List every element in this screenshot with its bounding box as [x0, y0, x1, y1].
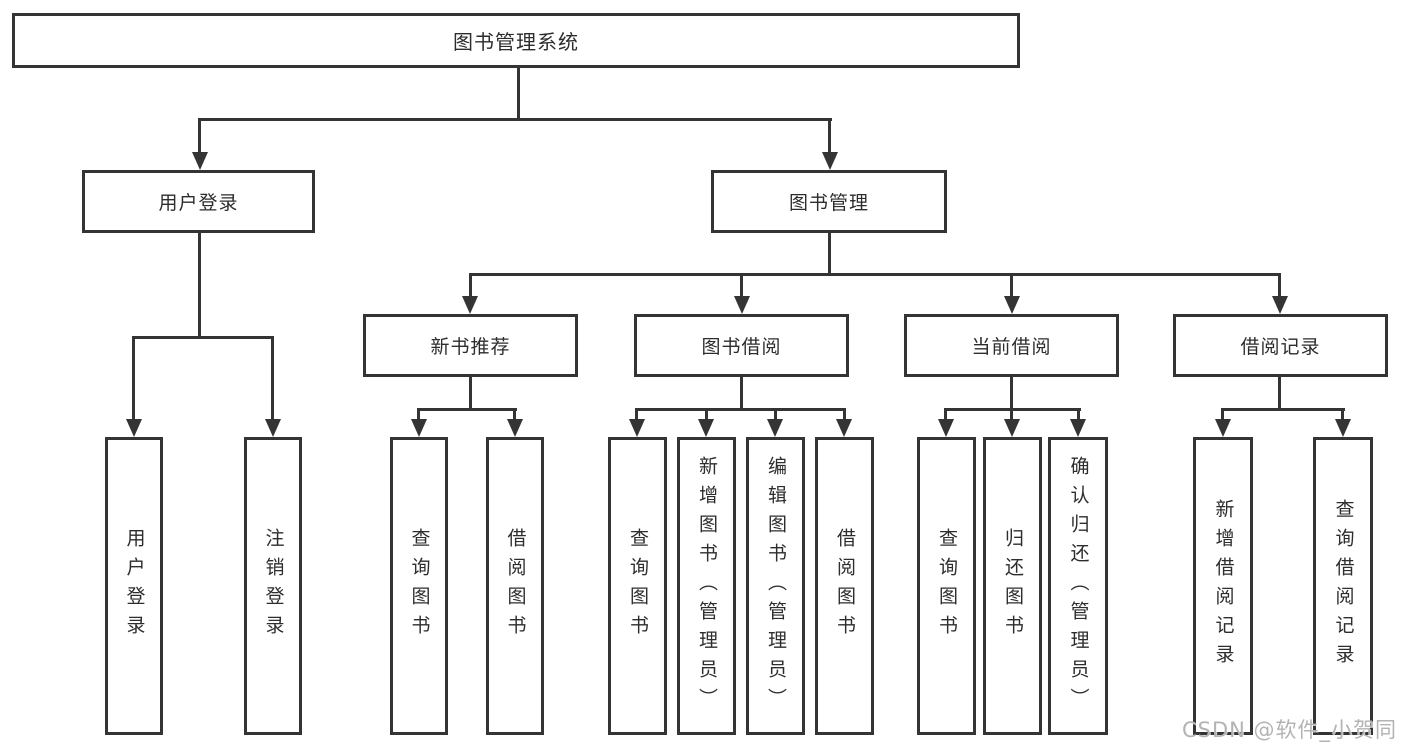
connector-drop-book-mgmt: [828, 118, 831, 154]
node-current-borrow: 当前借阅: [904, 314, 1119, 377]
leaf-label: 确认归还（管理员）: [1067, 455, 1090, 717]
connector-drop: [1077, 408, 1080, 421]
node-root-system: 图书管理系统: [12, 13, 1020, 68]
node-root-label: 图书管理系统: [453, 30, 579, 54]
connector-drop: [1278, 273, 1281, 298]
connector-drop: [774, 408, 777, 421]
connector-bookmgmt-stem: [828, 233, 831, 273]
arrow-down-icon: [938, 419, 954, 437]
leaf-label: 用户登录: [123, 528, 146, 644]
node-book-borrow: 图书借阅: [634, 314, 849, 377]
arrow-down-icon: [1335, 419, 1351, 437]
arrow-down-icon: [629, 419, 645, 437]
leaf-user-login: 用户登录: [105, 437, 163, 735]
watermark: CSDN @软件_小贺同学: [1182, 718, 1398, 742]
leaf-label: 借阅图书: [834, 528, 856, 644]
connector-drop: [1221, 408, 1224, 421]
leaf-label: 查询图书: [936, 528, 958, 644]
leaf-confirm-return-admin: 确认归还（管理员）: [1048, 437, 1108, 735]
connector-stem: [1278, 377, 1281, 408]
leaf-query-books: 查询图书: [608, 437, 667, 735]
node-new-book-recommend: 新书推荐: [363, 314, 578, 377]
connector-stem: [1010, 377, 1013, 408]
arrow-down-icon: [1215, 419, 1231, 437]
arrow-down-icon: [1272, 296, 1288, 314]
leaf-label: 编辑图书（管理员）: [765, 455, 787, 717]
connector-drop: [843, 408, 846, 421]
connector-drop: [705, 408, 708, 421]
node-user-login-label: 用户登录: [158, 192, 239, 214]
connector-hline: [1221, 408, 1345, 411]
leaf-label: 查询借阅记录: [1332, 499, 1355, 673]
arrow-down-icon: [411, 419, 427, 437]
connector-hline: [417, 408, 517, 411]
connector-drop: [469, 273, 472, 298]
connector-drop: [740, 273, 743, 298]
arrow-down-icon: [1004, 296, 1020, 314]
arrow-down-icon: [126, 419, 142, 437]
arrow-down-icon: [822, 152, 838, 170]
leaf-logout: 注销登录: [244, 437, 302, 735]
leaf-query-books: 查询图书: [390, 437, 448, 735]
arrow-down-icon: [265, 419, 281, 437]
node-current-borrow-label: 当前借阅: [971, 336, 1052, 358]
leaf-query-books: 查询图书: [917, 437, 976, 735]
node-new-book-recommend-label: 新书推荐: [430, 336, 511, 358]
leaf-label: 新增图书（管理员）: [696, 455, 718, 717]
node-user-login: 用户登录: [82, 170, 315, 233]
connector-stem: [740, 377, 743, 408]
arrow-down-icon: [507, 419, 523, 437]
arrow-down-icon: [698, 419, 714, 437]
connector-userlogin-hline: [132, 336, 274, 339]
leaf-edit-books-admin: 编辑图书（管理员）: [746, 437, 805, 735]
arrow-down-icon: [767, 419, 783, 437]
leaf-label: 新增借阅记录: [1212, 499, 1235, 673]
connector-drop: [132, 336, 135, 421]
leaf-label: 注销登录: [262, 528, 285, 644]
arrow-down-icon: [1070, 419, 1086, 437]
connector-drop: [417, 408, 420, 421]
connector-bookmgmt-hline: [469, 273, 1281, 276]
leaf-add-borrow-record: 新增借阅记录: [1193, 437, 1253, 735]
connector-drop-user-login: [198, 118, 201, 154]
leaf-query-borrow-record: 查询借阅记录: [1313, 437, 1373, 735]
connector-root-stem: [517, 68, 520, 118]
connector-userlogin-stem: [198, 233, 201, 336]
connector-drop: [944, 408, 947, 421]
connector-drop: [1010, 408, 1013, 421]
connector-drop: [513, 408, 516, 421]
leaf-borrow-books: 借阅图书: [486, 437, 544, 735]
arrow-down-icon: [192, 152, 208, 170]
node-book-management-label: 图书管理: [788, 192, 869, 214]
leaf-label: 借阅图书: [504, 528, 527, 644]
node-book-management: 图书管理: [711, 170, 947, 233]
arrow-down-icon: [462, 296, 478, 314]
arrow-down-icon: [1004, 419, 1020, 437]
connector-drop: [271, 336, 274, 421]
arrow-down-icon: [734, 296, 750, 314]
node-book-borrow-label: 图书借阅: [701, 336, 782, 358]
leaf-label: 查询图书: [408, 528, 431, 644]
connector-drop: [1010, 273, 1013, 298]
connector-hline: [635, 408, 846, 411]
leaf-label: 查询图书: [627, 528, 649, 644]
connector-drop: [635, 408, 638, 421]
node-borrow-records: 借阅记录: [1173, 314, 1388, 377]
connector-root-hline: [198, 118, 832, 121]
connector-drop: [1341, 408, 1344, 421]
leaf-return-books: 归还图书: [983, 437, 1042, 735]
leaf-add-books-admin: 新增图书（管理员）: [677, 437, 736, 735]
leaf-borrow-books: 借阅图书: [815, 437, 874, 735]
node-borrow-records-label: 借阅记录: [1240, 336, 1321, 358]
connector-stem: [469, 377, 472, 408]
arrow-down-icon: [836, 419, 852, 437]
leaf-label: 归还图书: [1002, 528, 1024, 644]
